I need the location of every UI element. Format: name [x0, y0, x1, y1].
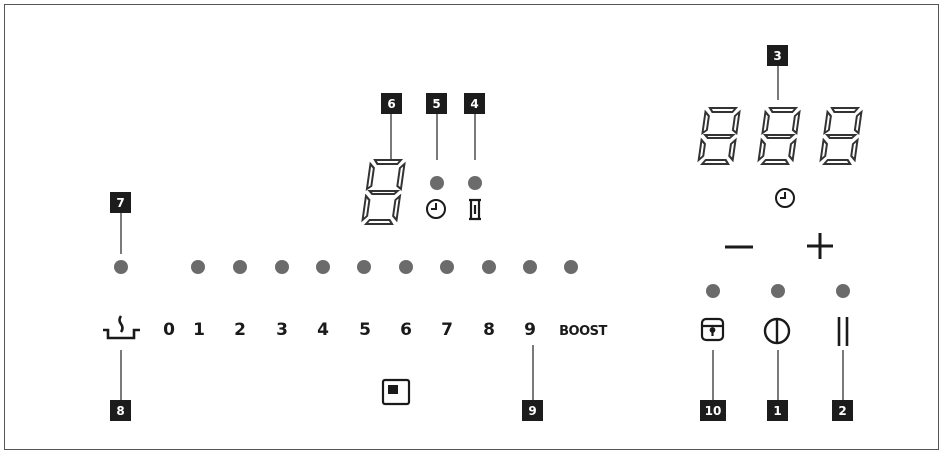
lock-icon[interactable] [700, 317, 725, 342]
callout-badge-7: 7 [110, 192, 131, 213]
clock-icon [775, 188, 795, 208]
clock-icon [426, 199, 446, 219]
level-dot-0 [191, 260, 205, 274]
level-dot-7 [482, 260, 496, 274]
level-dot-6 [440, 260, 454, 274]
callout-badge-6: 6 [381, 93, 402, 114]
callout-badge-4: 4 [464, 93, 485, 114]
svg-text:6: 6 [387, 97, 395, 111]
svg-text:5: 5 [432, 97, 440, 111]
power-level-1[interactable]: 1 [193, 320, 205, 340]
level-dot-1 [233, 260, 247, 274]
boost-label[interactable]: BOOST [559, 324, 607, 339]
lock-indicator-dot [706, 284, 720, 298]
zone-power-display [361, 159, 406, 225]
svg-text:9: 9 [528, 404, 536, 418]
svg-text:7: 7 [116, 196, 124, 210]
power-level-4[interactable]: 4 [317, 320, 329, 340]
svg-text:4: 4 [470, 97, 478, 111]
zone-timer-indicator-dot [430, 176, 444, 190]
level-dot-2 [275, 260, 289, 274]
power-level-6[interactable]: 6 [400, 320, 412, 340]
bridge-indicator-dot [468, 176, 482, 190]
level-dot-5 [399, 260, 413, 274]
svg-text:2: 2 [838, 404, 846, 418]
keep-warm-indicator-dot [114, 260, 128, 274]
power-indicator-dot [771, 284, 785, 298]
callout-badge-10: 10 [700, 400, 726, 421]
power-icon[interactable] [763, 317, 791, 345]
power-level-7[interactable]: 7 [441, 320, 453, 340]
power-level-0[interactable]: 0 [163, 320, 175, 340]
pause-indicator-dot [836, 284, 850, 298]
pause-icon[interactable] [837, 317, 849, 346]
level-dot-8 [523, 260, 537, 274]
callout-badge-5: 5 [426, 93, 447, 114]
callout-badge-2: 2 [832, 400, 853, 421]
svg-text:1: 1 [773, 404, 781, 418]
svg-text:10: 10 [705, 404, 722, 418]
power-level-2[interactable]: 2 [234, 320, 246, 340]
callout-badge-8: 8 [110, 400, 131, 421]
level-dot-3 [316, 260, 330, 274]
timer-display [697, 107, 863, 165]
callout-badge-9: 9 [522, 400, 543, 421]
level-dot-4 [357, 260, 371, 274]
svg-text:8: 8 [116, 404, 124, 418]
keep-warm-icon[interactable] [103, 315, 140, 340]
power-level-3[interactable]: 3 [276, 320, 288, 340]
power-level-8[interactable]: 8 [483, 320, 495, 340]
cooking-zone-icon[interactable] [381, 378, 411, 406]
bridge-icon [469, 198, 481, 221]
power-level-9[interactable]: 9 [524, 320, 536, 340]
panel-frame [4, 4, 939, 450]
svg-text:3: 3 [773, 49, 781, 63]
plus-icon[interactable] [807, 233, 833, 259]
power-level-5[interactable]: 5 [359, 320, 371, 340]
callout-badge-1: 1 [767, 400, 788, 421]
level-dot-9 [564, 260, 578, 274]
callout-badge-3: 3 [767, 45, 788, 66]
